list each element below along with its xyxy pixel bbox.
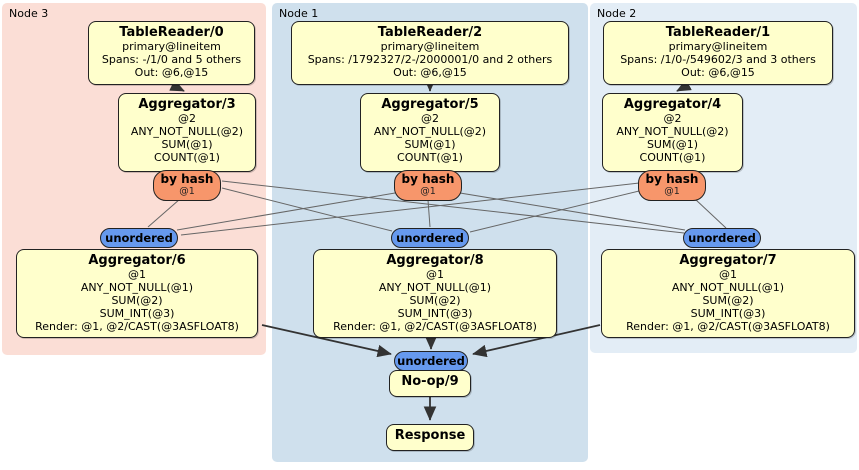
processor-detail: Out: @6,@15	[681, 66, 755, 79]
processor-detail: SUM_INT(@3)	[690, 307, 766, 320]
processor-tablereader-1: TableReader/1 primary@lineitem Spans: /1…	[603, 21, 833, 85]
processor-tablereader-2: TableReader/2 primary@lineitem Spans: /1…	[291, 21, 569, 85]
processor-aggregator-5: Aggregator/5 @2 ANY_NOT_NULL(@2) SUM(@1)…	[360, 93, 500, 172]
processor-detail: SUM(@2)	[409, 294, 461, 307]
processor-detail: SUM_INT(@3)	[99, 307, 175, 320]
processor-aggregator-7: Aggregator/7 @1 ANY_NOT_NULL(@1) SUM(@2)…	[601, 249, 855, 338]
processor-title: TableReader/2	[377, 25, 483, 40]
processor-title: Aggregator/3	[138, 97, 236, 112]
processor-title: Aggregator/7	[679, 253, 777, 268]
processor-detail: ANY_NOT_NULL(@2)	[130, 125, 244, 138]
processor-detail: Spans: /1792327/2-/2000001/0 and 2 other…	[307, 53, 553, 66]
processor-detail: primary@lineitem	[668, 40, 768, 53]
router-by-hash-node2: by hash @1	[638, 170, 706, 201]
processor-title: Aggregator/5	[381, 97, 479, 112]
processor-detail: Out: @6,@15	[134, 66, 209, 79]
node-region-label: Node 1	[279, 7, 319, 20]
sync-label: unordered	[688, 231, 756, 245]
processor-aggregator-3: Aggregator/3 @2 ANY_NOT_NULL(@2) SUM(@1)…	[118, 93, 256, 172]
processor-title: Aggregator/6	[88, 253, 186, 268]
router-label: by hash	[401, 172, 455, 186]
processor-aggregator-8: Aggregator/8 @1 ANY_NOT_NULL(@1) SUM(@2)…	[313, 249, 557, 338]
processor-detail: ANY_NOT_NULL(@2)	[373, 125, 487, 138]
node-region-label: Node 2	[597, 7, 637, 20]
processor-detail: @1	[426, 268, 444, 281]
processor-detail: SUM(@2)	[111, 294, 163, 307]
processor-aggregator-6: Aggregator/6 @1 ANY_NOT_NULL(@1) SUM(@2)…	[16, 249, 258, 338]
response-box: Response	[386, 424, 474, 451]
sync-unordered-node2: unordered	[683, 228, 761, 248]
router-column: @1	[179, 186, 195, 197]
processor-detail: ANY_NOT_NULL(@1)	[378, 281, 492, 294]
processor-title: No-op/9	[401, 374, 459, 389]
router-by-hash-node1: by hash @1	[394, 170, 462, 201]
processor-title: TableReader/0	[119, 25, 224, 40]
processor-detail: primary@lineitem	[122, 40, 221, 53]
processor-detail: SUM(@1)	[404, 138, 456, 151]
processor-detail: @2	[178, 112, 196, 125]
processor-detail: Out: @6,@15	[393, 66, 467, 79]
processor-detail: COUNT(@1)	[639, 151, 706, 164]
processor-detail: COUNT(@1)	[397, 151, 463, 164]
sync-unordered-node1: unordered	[391, 228, 469, 248]
processor-detail: SUM(@2)	[702, 294, 754, 307]
processor-detail: @2	[421, 112, 439, 125]
processor-detail: Render: @1, @2/CAST(@3ASFLOAT8)	[35, 320, 239, 333]
router-label: by hash	[645, 172, 699, 186]
processor-title: Aggregator/4	[623, 97, 722, 112]
processor-detail: SUM(@1)	[646, 138, 699, 151]
processor-aggregator-4: Aggregator/4 @2 ANY_NOT_NULL(@2) SUM(@1)…	[602, 93, 743, 172]
router-by-hash-node3: by hash @1	[153, 170, 221, 201]
router-label: by hash	[160, 172, 214, 186]
processor-title: Aggregator/8	[386, 253, 484, 268]
sync-unordered-node3: unordered	[100, 228, 178, 248]
sync-unordered-final: unordered	[394, 351, 468, 371]
processor-detail: Render: @1, @2/CAST(@3ASFLOAT8)	[333, 320, 537, 333]
processor-title: TableReader/1	[665, 25, 771, 40]
processor-detail: primary@lineitem	[380, 40, 480, 53]
processor-detail: SUM_INT(@3)	[397, 307, 473, 320]
processor-detail: @1	[128, 268, 146, 281]
sync-label: unordered	[105, 231, 173, 245]
processor-detail: ANY_NOT_NULL(@1)	[80, 281, 194, 294]
sync-label: unordered	[396, 231, 464, 245]
processor-detail: @2	[663, 112, 682, 125]
processor-tablereader-0: TableReader/0 primary@lineitem Spans: -/…	[88, 21, 255, 85]
sync-label: unordered	[397, 354, 465, 368]
processor-detail: Spans: /1/0-/549602/3 and 3 others	[620, 53, 816, 66]
processor-detail: SUM(@1)	[161, 138, 213, 151]
router-column: @1	[664, 186, 680, 197]
processor-title: Response	[394, 428, 466, 443]
processor-noop-9: No-op/9	[389, 370, 471, 397]
processor-detail: COUNT(@1)	[154, 151, 220, 164]
processor-detail: @1	[719, 268, 737, 281]
processor-detail: ANY_NOT_NULL(@2)	[616, 125, 729, 138]
node-region-label: Node 3	[9, 7, 49, 20]
processor-detail: Spans: -/1/0 and 5 others	[101, 53, 242, 66]
processor-detail: ANY_NOT_NULL(@1)	[671, 281, 785, 294]
router-column: @1	[420, 186, 436, 197]
processor-detail: Render: @1, @2/CAST(@3ASFLOAT8)	[626, 320, 830, 333]
